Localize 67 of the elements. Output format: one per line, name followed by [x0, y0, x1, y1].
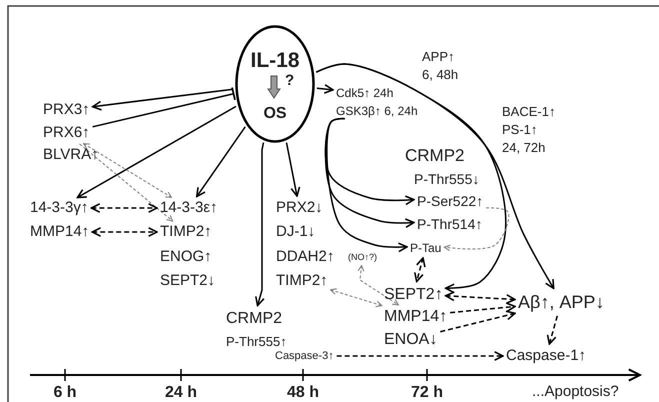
arrow — [316, 84, 334, 94]
protein-label: PRX3↑ — [43, 101, 90, 119]
arrow — [92, 88, 234, 111]
note-text: PS-1↑ — [502, 122, 538, 138]
note-text: 24, 72h — [502, 140, 546, 156]
protein-label: Cdk5↑ 24h — [336, 86, 394, 100]
inhibition-line — [92, 86, 236, 128]
double-arrow — [83, 143, 172, 198]
arrow — [444, 207, 510, 252]
axis-tick-label: 6 h — [52, 382, 78, 402]
protein-label: P-Ser522↑ — [417, 192, 484, 210]
double-arrow — [90, 203, 158, 213]
axis-tick-label: 72 h — [410, 382, 444, 402]
arrow — [255, 142, 265, 306]
arrow — [324, 118, 415, 206]
protein-label: ENOG↑ — [160, 248, 212, 266]
double-arrow — [414, 257, 426, 282]
protein-label: SEPT2↑ — [384, 284, 443, 304]
protein-label: (NO↑?) — [348, 252, 377, 262]
protein-label: Aβ↑, APP↓ — [518, 291, 604, 313]
note-text: ...Apoptosis? — [532, 383, 619, 401]
protein-label: Caspase-3↑ — [275, 350, 334, 362]
protein-label: DJ-1↓ — [276, 223, 316, 241]
node-label: OS — [262, 105, 288, 123]
protein-label: P-Thr514↑ — [417, 216, 482, 232]
arrow — [336, 351, 504, 361]
protein-label: P-Thr555↓ — [414, 170, 480, 188]
note-text: APP↑ — [422, 49, 455, 65]
arrow — [450, 302, 516, 314]
protein-label: TIMP2↑ — [276, 272, 328, 290]
note-text: 6, 48h — [422, 67, 458, 83]
arrow — [324, 118, 415, 228]
arrow — [286, 142, 300, 197]
double-arrow — [444, 291, 516, 304]
double-arrow — [91, 227, 158, 237]
arrow — [546, 316, 558, 345]
arrow — [316, 63, 506, 294]
protein-label: Caspase-1↑ — [506, 347, 586, 365]
double-arrow — [330, 288, 382, 308]
axis-tick-label: 48 h — [286, 382, 320, 402]
protein-label: P-Tau — [410, 241, 442, 255]
double-arrow — [358, 264, 399, 306]
note-text: BACE-1↑ — [502, 104, 556, 120]
arrow — [440, 310, 516, 332]
arrow — [326, 118, 408, 252]
oval-node — [235, 25, 315, 143]
protein-label: DDAH2↑ — [276, 248, 334, 266]
protein-label: PRX2↓ — [276, 199, 323, 217]
protein-label: MMP14↑ — [384, 306, 448, 326]
protein-label: P-Thr555↑ — [226, 334, 287, 350]
protein-label: GSK3β↑ 6, 24h — [336, 104, 418, 118]
arrow — [79, 143, 174, 222]
arrow — [196, 126, 246, 198]
protein-label: PRX6↑ — [43, 124, 90, 142]
protein-label: SEPT2↓ — [160, 272, 216, 290]
protein-label: ENOA↓ — [384, 330, 438, 348]
protein-label: 14-3-3γ↑ — [30, 199, 88, 217]
question-mark: ? — [285, 73, 296, 90]
protein-label: 14-3-3ε↑ — [160, 199, 218, 217]
protein-label: CRMP2 — [226, 308, 282, 328]
node-title: IL-18 — [249, 49, 300, 72]
protein-label: BLVRA↑ — [43, 146, 99, 164]
protein-label: TIMP2↑ — [160, 223, 212, 241]
protein-label: MMP14↑ — [30, 223, 90, 241]
axis-tick-label: 24 h — [164, 382, 198, 402]
protein-label: CRMP2 — [405, 146, 465, 166]
arrow — [76, 106, 236, 198]
